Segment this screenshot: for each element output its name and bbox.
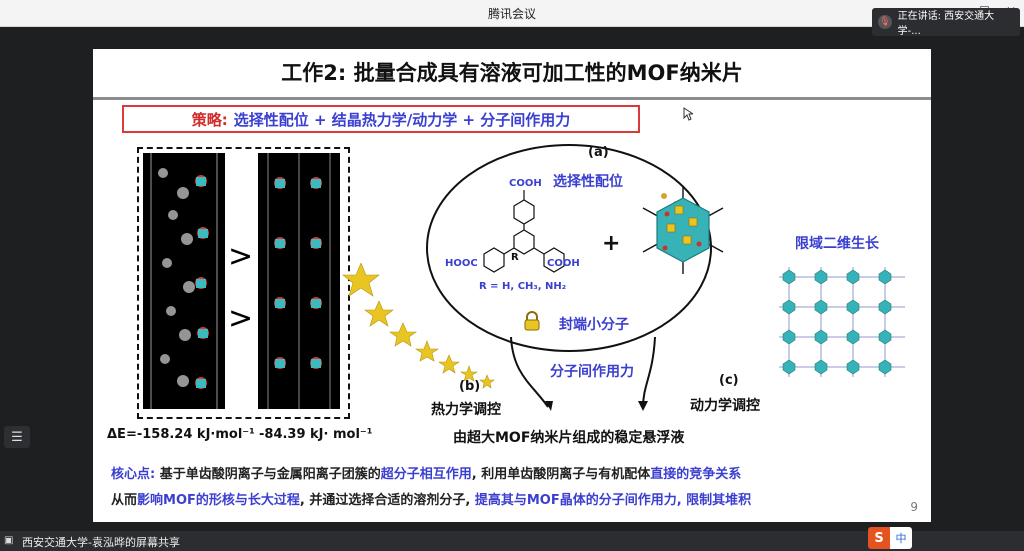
mouse-cursor-icon	[683, 107, 693, 121]
strategy-text: 选择性配位 + 结晶热力学/动力学 + 分子间作用力	[233, 110, 571, 129]
core-line2-highlight-d: 提高其与MOF晶体的分子间作用力, 限制其堆积	[474, 493, 752, 508]
core-line1-highlight-d: 直接的竞争关系	[650, 467, 742, 482]
core-line2-text-a: 从而	[111, 493, 138, 508]
crystal-structure-comparison	[137, 147, 350, 419]
sogou-logo-icon: S	[868, 527, 890, 549]
star-icon	[389, 322, 417, 347]
thermodynamic-control-label: 热力学调控	[431, 402, 501, 418]
ligand-cluster-ellipse	[426, 144, 712, 352]
intermolecular-force-label: 分子间作用力	[550, 364, 634, 380]
star-icon	[415, 340, 439, 362]
slide-page-number: 9	[910, 500, 918, 514]
metal-cluster-icon	[642, 186, 724, 274]
crystal-structure-image-2	[258, 153, 340, 409]
screen-share-statusbar: ▣ 西安交通大学-袁泓晔的屏幕共享	[0, 531, 1024, 551]
core-label: 核心点:	[111, 467, 156, 482]
star-icon	[459, 365, 479, 382]
microphone-icon: 🎙	[878, 15, 892, 29]
selective-coordination-label: 选择性配位	[553, 174, 623, 190]
kinetic-control-label: 动力学调控	[690, 398, 760, 414]
plus-symbol: +	[602, 231, 621, 256]
app-title: 腾讯会议	[487, 7, 536, 21]
slide-title: 工作2: 批量合成具有溶液可加工性的MOF纳米片	[281, 61, 743, 85]
delta-e-value-2: -84.39 kJ· mol⁻¹	[259, 427, 373, 442]
star-icon	[342, 263, 380, 297]
speaker-indicator: 🎙 正在讲话: 西安交通大学-...	[872, 8, 1020, 37]
panel-c-label: (c)	[719, 373, 739, 388]
r-group-label: R	[511, 252, 519, 263]
cooh-right-label: COOH	[547, 258, 580, 269]
speaking-label: 正在讲话: 西安交通大学-...	[897, 11, 995, 37]
greater-than-symbol-2: >	[228, 301, 254, 336]
star-trail	[342, 263, 495, 389]
2d-framework-image	[779, 267, 905, 377]
stable-suspension-label: 由超大MOF纳米片组成的稳定悬浮液	[453, 430, 685, 446]
r-substituents-label: R = H, CH₃, NH₂	[479, 281, 567, 292]
core-line2-text-c: , 并通过选择合适的溶剂分子,	[299, 493, 475, 508]
crystal-structure-image-1	[143, 153, 225, 409]
strategy-prefix: 策略:	[191, 110, 228, 129]
input-method-indicator[interactable]: S 中	[868, 527, 912, 549]
list-icon: ☰	[11, 429, 23, 445]
confined-growth-label: 限域二维生长	[795, 236, 879, 252]
core-line1-text-a: 基于单齿酸阴离子与金属阳离子团簇的	[159, 467, 381, 482]
shared-slide: 工作2: 批量合成具有溶液可加工性的MOF纳米片 策略: 选择性配位 + 结晶热…	[93, 49, 931, 522]
greater-than-symbol-1: >	[228, 239, 254, 274]
ime-mode[interactable]: 中	[890, 527, 912, 549]
strategy-box: 策略: 选择性配位 + 结晶热力学/动力学 + 分子间作用力	[122, 105, 640, 133]
title-divider	[93, 97, 931, 100]
core-point-line-2: 从而影响MOF的形核与长大过程, 并通过选择合适的溶剂分子, 提高其与MOF晶体…	[111, 489, 751, 508]
panel-a-label: (a)	[588, 145, 609, 160]
screen-share-label: 西安交通大学-袁泓晔的屏幕共享	[22, 536, 180, 549]
capping-molecule-label: 封端小分子	[559, 317, 629, 333]
hooc-left-label: HOOC	[445, 258, 478, 269]
flow-arrows	[510, 336, 656, 411]
lock-icon	[524, 311, 540, 331]
delta-e-value-1: ΔE=-158.24 kJ·mol⁻¹	[107, 427, 255, 442]
core-line2-highlight-b: 影响MOF的形核与长大过程	[137, 493, 300, 508]
star-icon	[438, 354, 460, 374]
panel-b-label: (b)	[459, 379, 481, 394]
core-point-line-1: 核心点: 基于单齿酸阴离子与金属阳离子团簇的超分子相互作用, 利用单齿酸阴离子与…	[111, 463, 741, 482]
core-line1-text-c: , 利用单齿酸阴离子与有机配体	[471, 467, 651, 482]
window-titlebar: 腾讯会议 — ☐ ✕	[0, 0, 1024, 27]
core-line1-highlight-b: 超分子相互作用	[380, 467, 472, 482]
star-icon	[364, 300, 394, 327]
star-icon	[479, 374, 495, 389]
member-list-toggle[interactable]: ☰	[4, 426, 30, 448]
screen-share-icon: ▣	[4, 535, 14, 546]
cooh-top-label: COOH	[509, 178, 542, 189]
